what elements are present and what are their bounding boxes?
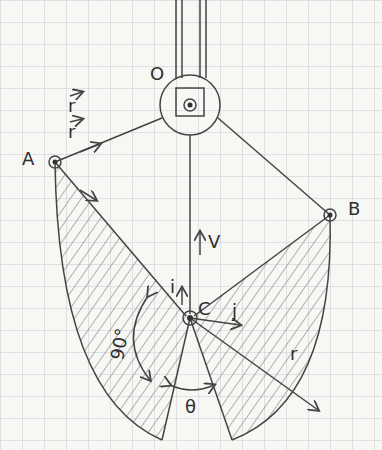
vector-label: r bbox=[68, 97, 75, 115]
unit-vector-label: i bbox=[170, 278, 175, 296]
point-label: A bbox=[22, 150, 34, 168]
angle-label: θ bbox=[185, 398, 196, 416]
velocity-label: V bbox=[208, 233, 220, 251]
point-label: O bbox=[150, 65, 164, 83]
vector-label: r bbox=[68, 123, 75, 141]
point-label: C bbox=[198, 300, 211, 318]
unit-vector-label: j bbox=[232, 302, 237, 320]
radius-label: r bbox=[290, 345, 297, 363]
point-label: B bbox=[348, 200, 360, 218]
